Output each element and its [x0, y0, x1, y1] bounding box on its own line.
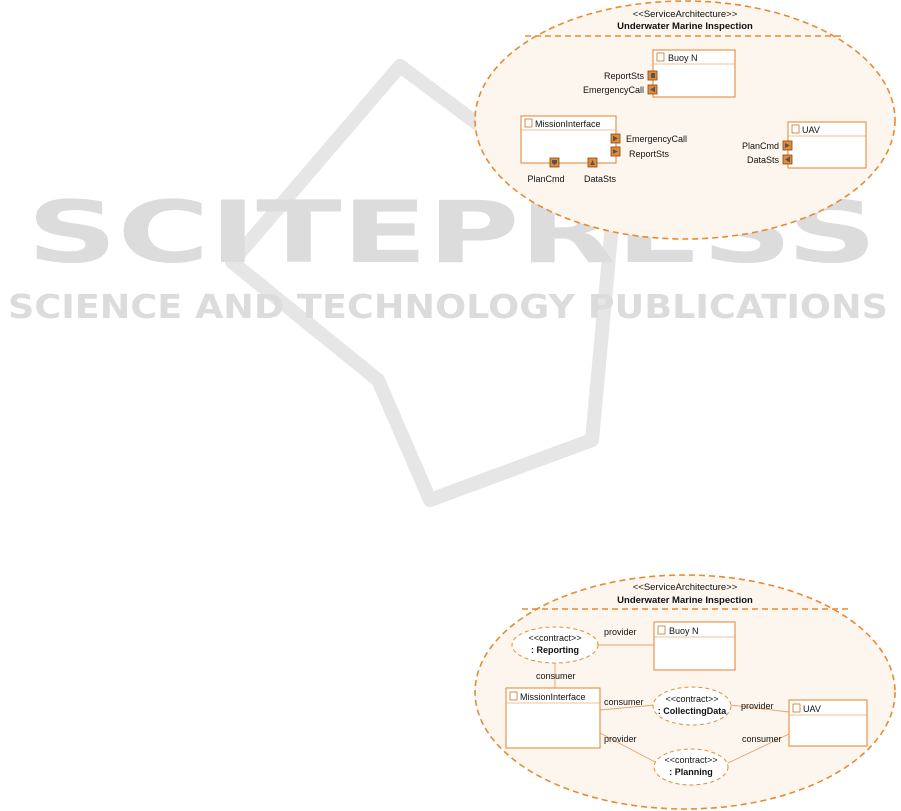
component-name: MissionInterface — [535, 119, 601, 129]
component-box — [652, 49, 736, 98]
port-icon — [785, 143, 790, 148]
contract-ellipse — [652, 686, 732, 726]
component-box — [788, 699, 868, 747]
port-icon — [613, 149, 618, 154]
component-missioninterface[interactable]: MissionInterface — [520, 115, 617, 164]
component-uav[interactable]: UAV — [788, 699, 868, 747]
component-name: UAV — [802, 125, 820, 135]
diagram-title: Underwater Marine Inspection — [617, 595, 753, 606]
port-label-datasts: DataSts — [584, 174, 617, 184]
port-label-datasts: DataSts — [747, 155, 780, 165]
role-label-consumer: consumer — [604, 697, 644, 707]
component-icon — [657, 625, 666, 635]
diagram-bottom: <<ServiceArchitecture>> Underwater Marin… — [474, 574, 896, 810]
port-label-reportsts: ReportSts — [629, 149, 670, 159]
contract-name: : Planning — [669, 767, 713, 777]
component-uav[interactable]: UAV — [787, 121, 867, 169]
connector-planning-uav — [727, 733, 790, 764]
component-icon — [509, 691, 518, 701]
watermark-sub-text: SCIENCE AND TECHNOLOGY PUBLICATIONS — [8, 287, 888, 326]
port-label-emergencycall: EmergencyCall — [583, 85, 644, 95]
contract-ellipse — [653, 748, 729, 786]
connector-collecting-mission — [599, 704, 656, 711]
component-name: Buoy N — [668, 53, 698, 63]
component-icon — [656, 52, 665, 62]
diagram-top: <<ServiceArchitecture>> Underwater Marin… — [474, 0, 896, 240]
component-name: Buoy N — [669, 626, 699, 636]
port-icon — [590, 160, 595, 165]
contract-stereotype: <<contract>> — [664, 755, 717, 765]
contract-reporting[interactable]: <<contract>> : Reporting — [511, 626, 599, 664]
contract-name: : CollectingData — [658, 706, 728, 716]
port-icon — [651, 73, 655, 78]
stereotype-label: <<ServiceArchitecture>> — [633, 582, 738, 593]
contract-ellipse — [511, 626, 599, 664]
port-label-reportsts: ReportSts — [604, 71, 645, 81]
role-label-consumer: consumer — [742, 734, 782, 744]
service-architecture-boundary — [474, 0, 896, 240]
contract-stereotype: <<contract>> — [665, 694, 718, 704]
component-box — [653, 621, 736, 671]
component-box — [505, 687, 601, 749]
role-label-provider: provider — [741, 701, 774, 711]
contract-planning[interactable]: <<contract>> : Planning — [653, 748, 729, 786]
connector-planning-mission — [599, 732, 656, 763]
component-name: MissionInterface — [520, 692, 586, 702]
role-label-provider: provider — [604, 627, 637, 637]
diagram-title: Underwater Marine Inspection — [617, 21, 753, 32]
port-icon — [650, 86, 655, 93]
component-icon — [792, 703, 801, 713]
port-label-plancmd: PlanCmd — [527, 174, 564, 184]
component-missioninterface[interactable]: MissionInterface — [505, 687, 601, 749]
component-icon — [524, 118, 533, 128]
contract-stereotype: <<contract>> — [528, 633, 581, 643]
component-name: UAV — [803, 704, 821, 714]
port-icon — [552, 160, 557, 165]
port-icon — [613, 135, 618, 142]
contract-collectingdata[interactable]: <<contract>> : CollectingData — [652, 686, 732, 726]
stereotype-label: <<ServiceArchitecture>> — [633, 9, 738, 20]
connector-collecting-uav — [729, 704, 790, 713]
role-label-consumer: consumer — [536, 671, 576, 681]
port-label-emergencycall: EmergencyCall — [626, 134, 687, 144]
contract-name: : Reporting — [531, 645, 579, 655]
component-buoy[interactable]: Buoy N — [653, 621, 736, 671]
component-box — [787, 121, 867, 169]
component-buoy[interactable]: Buoy N — [652, 49, 736, 98]
component-icon — [791, 124, 800, 134]
port-label-plancmd: PlanCmd — [742, 141, 779, 151]
role-label-provider: provider — [604, 734, 637, 744]
port-icon — [785, 156, 790, 163]
